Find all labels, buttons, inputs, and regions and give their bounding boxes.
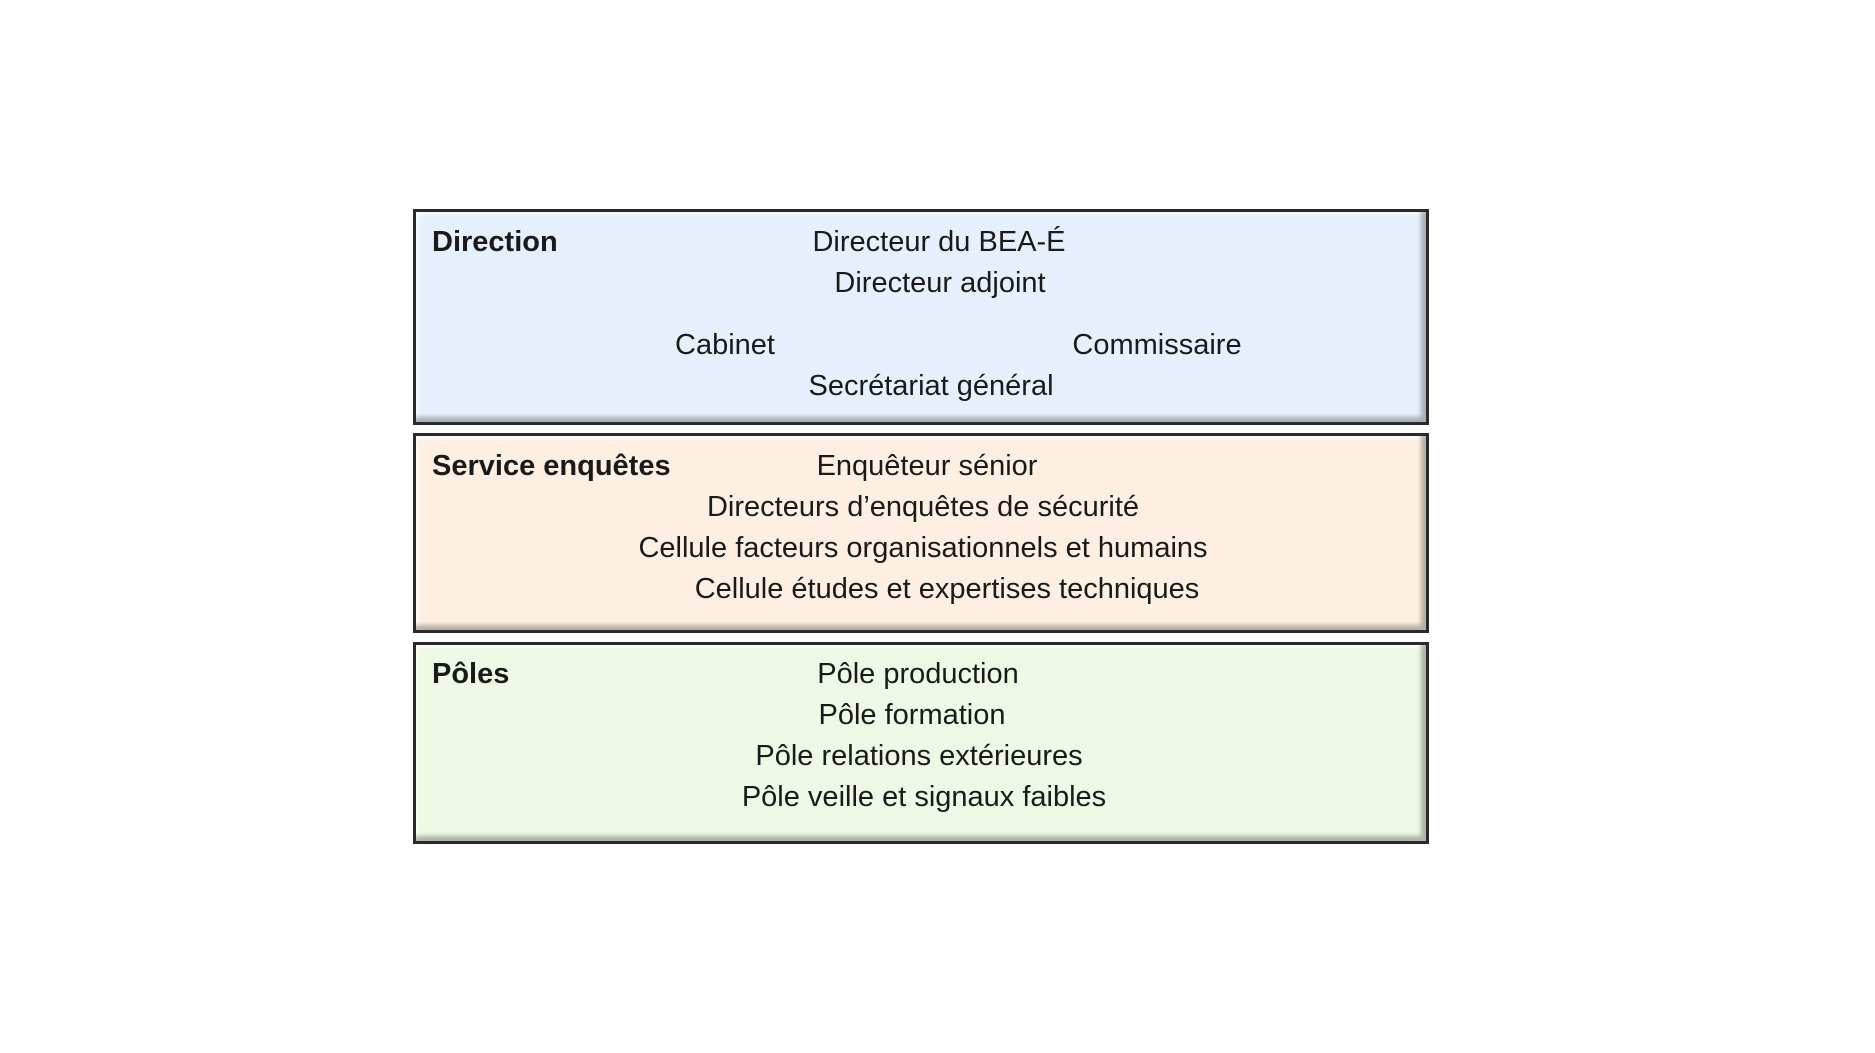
enquetes-line: Directeurs d’enquêtes de sécurité	[706, 491, 1140, 523]
pole-line: Pôle veille et signaux faibles	[741, 781, 1107, 813]
cabinet-label: Cabinet	[675, 329, 775, 361]
enquetes-line: Cellule études et expertises techniques	[694, 573, 1200, 605]
service-enquetes-block: Service enquêtes Enquêteur sénior Direct…	[413, 433, 1429, 633]
director-line: Directeur du BEA-É	[812, 226, 1066, 258]
poles-title: Pôles	[432, 658, 510, 690]
poles-block: Pôles Pôle production Pôle formation Pôl…	[413, 642, 1429, 844]
commissaire-label: Commissaire	[1072, 329, 1242, 361]
pole-line: Pôle relations extérieures	[755, 740, 1083, 772]
deputy-director-line: Directeur adjoint	[834, 267, 1046, 299]
enquetes-line: Cellule facteurs organisationnels et hum…	[638, 532, 1208, 564]
pole-line: Pôle production	[817, 658, 1019, 690]
service-enquetes-title: Service enquêtes	[432, 450, 671, 482]
direction-block: Direction Directeur du BEA-É Directeur a…	[413, 209, 1429, 425]
pole-line: Pôle formation	[818, 699, 1006, 731]
direction-title: Direction	[432, 226, 558, 258]
enquetes-line: Enquêteur sénior	[816, 450, 1038, 482]
secretariat-general-line: Secrétariat général	[808, 370, 1054, 402]
